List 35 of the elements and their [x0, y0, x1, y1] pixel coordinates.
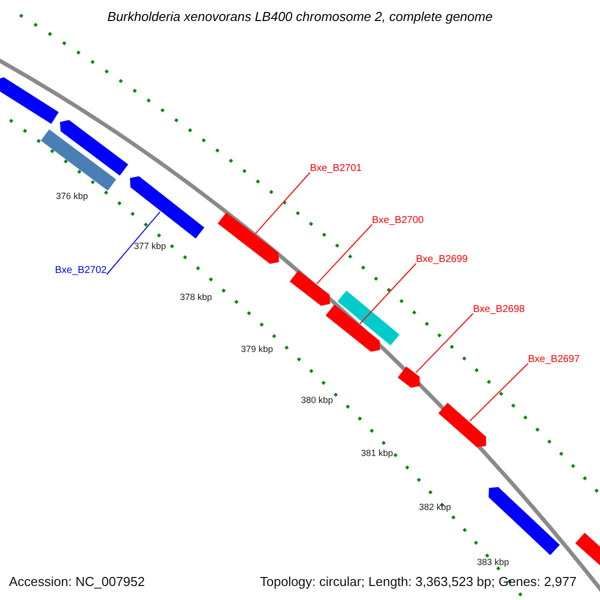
footer-text: Accession: NC_007952: [9, 575, 145, 590]
leader-line: [415, 313, 474, 374]
leader-line: [360, 263, 416, 324]
leader-line: [469, 363, 528, 422]
gene-feature: [218, 212, 279, 264]
gene-feature: [438, 402, 486, 448]
position-label: 379 kbp: [241, 344, 274, 354]
gene-feature: [0, 77, 59, 124]
position-label: 381 kbp: [361, 448, 394, 458]
position-label: 378 kbp: [180, 292, 212, 302]
diagram-title: Burkholderia xenovorans LB400 chromosome 2, complete genome: [106, 10, 494, 25]
gene-feature: [60, 120, 128, 176]
position-label: 376 kbp: [56, 191, 88, 202]
gene-feature: [575, 532, 600, 566]
position-label: 383 kbp: [477, 557, 510, 568]
gene-label: Bxe_B2697: [528, 354, 580, 366]
gene-label: Bxe_B2698: [473, 304, 525, 316]
gene-feature: [398, 366, 420, 388]
position-label: 380 kbp: [301, 395, 334, 406]
leader-line: [106, 211, 161, 275]
gene-feature: [326, 304, 380, 352]
position-label: 377 kbp: [134, 241, 166, 252]
gene-label: Bxe_B2701: [310, 163, 362, 174]
gene-label: Bxe_B2702: [55, 265, 107, 276]
footer-text: Topology: circular; Length: 3,363,523 bp; Genes: 2,977: [260, 575, 577, 590]
gene-feature: [130, 176, 204, 238]
gene-feature: [338, 290, 400, 346]
gene-label: Bxe_B2700: [372, 215, 424, 226]
gene-feature: [290, 270, 330, 306]
gene-feature: [40, 129, 116, 191]
leader-line: [254, 172, 310, 234]
gene-feature: [488, 487, 560, 556]
gene-label: Bxe_B2699: [416, 254, 468, 266]
position-label: 382 kbp: [419, 502, 452, 512]
leader-line: [316, 224, 372, 284]
